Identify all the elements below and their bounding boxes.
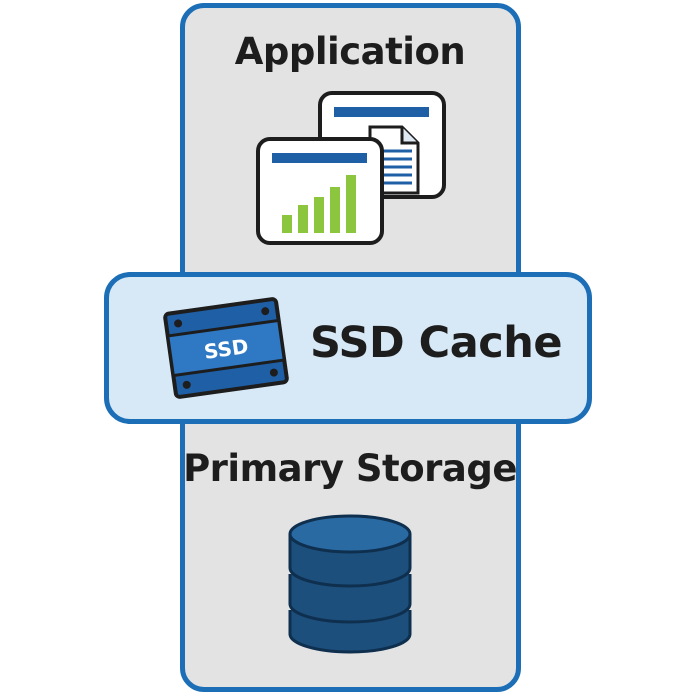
ssd-cache-label: SSD Cache bbox=[310, 318, 563, 368]
ssd-drive-icon: SSD bbox=[163, 297, 289, 399]
database-icon bbox=[288, 514, 412, 654]
primary-storage-label: Primary Storage bbox=[183, 447, 517, 490]
front-document bbox=[256, 137, 384, 245]
documents-chart-icon bbox=[256, 91, 446, 245]
application-layer-label: Application bbox=[234, 30, 466, 73]
